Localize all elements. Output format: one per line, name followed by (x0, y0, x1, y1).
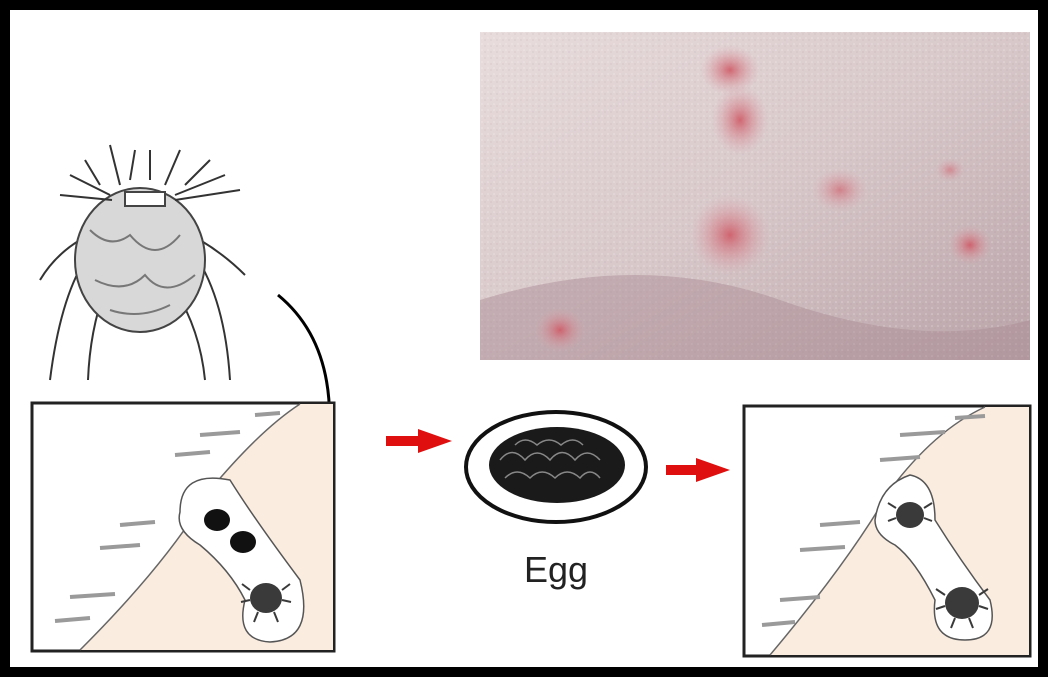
skin-rash-photo (480, 32, 1030, 360)
egg-icon (466, 412, 646, 522)
egg-label: Egg (524, 549, 588, 590)
burrow-with-mites (744, 406, 1030, 656)
burrow-with-eggs (32, 403, 334, 651)
